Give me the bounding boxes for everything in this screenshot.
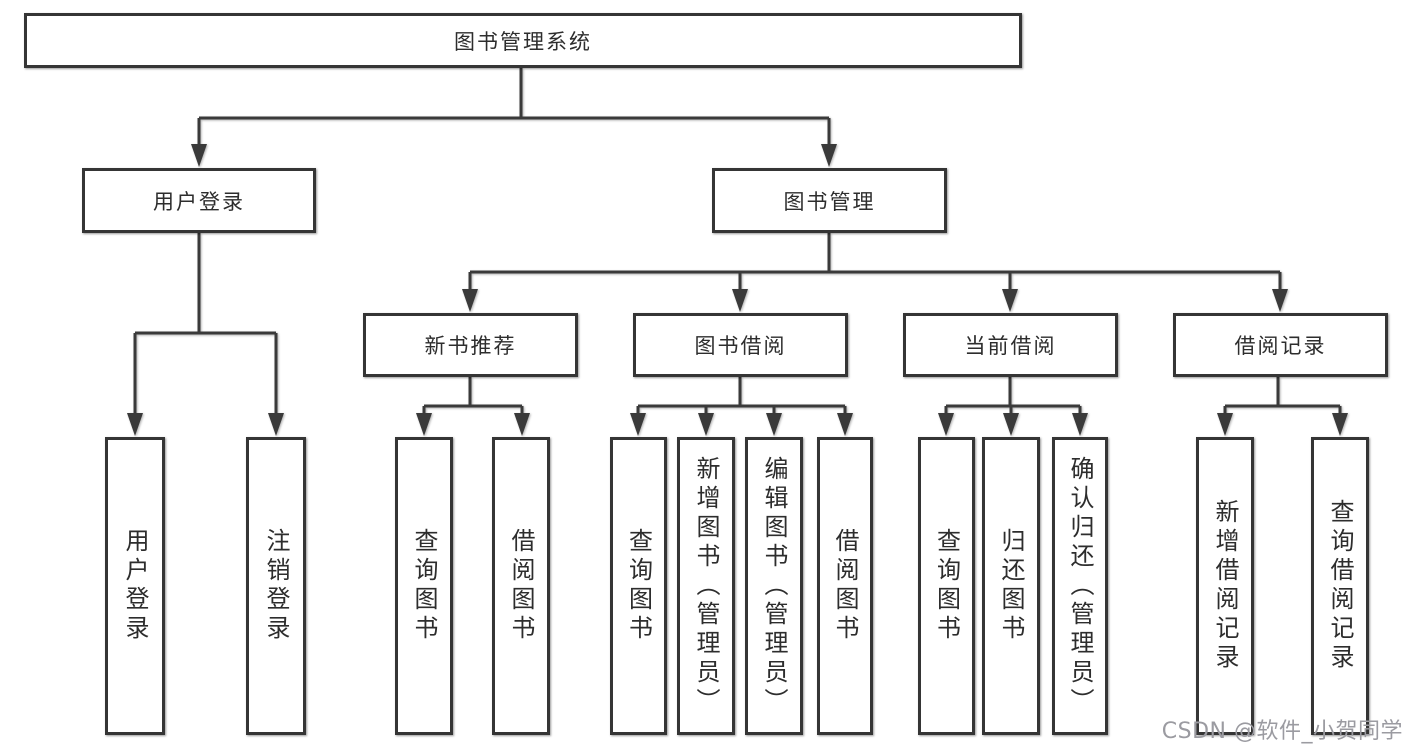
node-borrow-records: 借阅记录 — [1173, 313, 1388, 377]
leaf-recommend-borrow-book-label: 借阅图书 — [507, 528, 535, 644]
node-book-management: 图书管理 — [712, 168, 947, 233]
node-root: 图书管理系统 — [24, 13, 1022, 68]
leaf-borrow-query-book: 查询图书 — [610, 437, 667, 735]
leaf-records-add-record-label: 新增借阅记录 — [1211, 499, 1239, 673]
leaf-recommend-borrow-book: 借阅图书 — [492, 437, 550, 735]
leaf-user-login: 用户登录 — [105, 437, 165, 735]
leaf-current-confirm-return-admin: 确认归还（管理员） — [1052, 437, 1108, 735]
leaf-recommend-query-book: 查询图书 — [395, 437, 453, 735]
leaf-user-login-label: 用户登录 — [121, 528, 149, 644]
leaf-borrow-edit-book-admin-label: 编辑图书（管理员） — [760, 455, 788, 717]
leaf-records-add-record: 新增借阅记录 — [1196, 437, 1254, 735]
csdn-watermark: CSDN @软件_小贺同学 — [1161, 719, 1403, 744]
leaf-borrow-add-book-admin-label: 新增图书（管理员） — [692, 455, 720, 717]
leaf-records-query-record-label: 查询借阅记录 — [1326, 499, 1354, 673]
leaf-current-return-book-label: 归还图书 — [997, 528, 1025, 644]
node-user-login: 用户登录 — [82, 168, 316, 233]
leaf-borrow-edit-book-admin: 编辑图书（管理员） — [745, 437, 803, 735]
node-current-borrow: 当前借阅 — [903, 313, 1118, 377]
leaf-current-return-book: 归还图书 — [982, 437, 1040, 735]
node-user-login-label: 用户登录 — [153, 189, 245, 214]
node-book-borrow-label: 图书借阅 — [694, 334, 787, 358]
leaf-logout-label: 注销登录 — [262, 528, 290, 644]
leaf-borrow-borrow-book: 借阅图书 — [817, 437, 873, 735]
leaf-borrow-add-book-admin: 新增图书（管理员） — [677, 437, 735, 735]
leaf-current-query-book-label: 查询图书 — [932, 528, 961, 644]
leaf-records-query-record: 查询借阅记录 — [1311, 437, 1369, 735]
leaf-recommend-query-book-label: 查询图书 — [410, 528, 438, 644]
arrowheads — [127, 144, 1348, 436]
node-book-borrow: 图书借阅 — [633, 313, 848, 377]
leaf-borrow-query-book-label: 查询图书 — [624, 528, 653, 644]
leaf-current-confirm-return-admin-label: 确认归还（管理员） — [1066, 455, 1094, 717]
node-book-management-label: 图书管理 — [783, 189, 876, 214]
node-borrow-records-label: 借阅记录 — [1234, 334, 1327, 358]
leaf-borrow-borrow-book-label: 借阅图书 — [831, 528, 859, 644]
node-root-label: 图书管理系统 — [454, 29, 592, 54]
leaf-current-query-book: 查询图书 — [918, 437, 975, 735]
node-new-book-recommend: 新书推荐 — [363, 313, 578, 377]
leaf-logout: 注销登录 — [246, 437, 306, 735]
node-current-borrow-label: 当前借阅 — [964, 334, 1057, 358]
node-new-book-recommend-label: 新书推荐 — [424, 334, 517, 358]
